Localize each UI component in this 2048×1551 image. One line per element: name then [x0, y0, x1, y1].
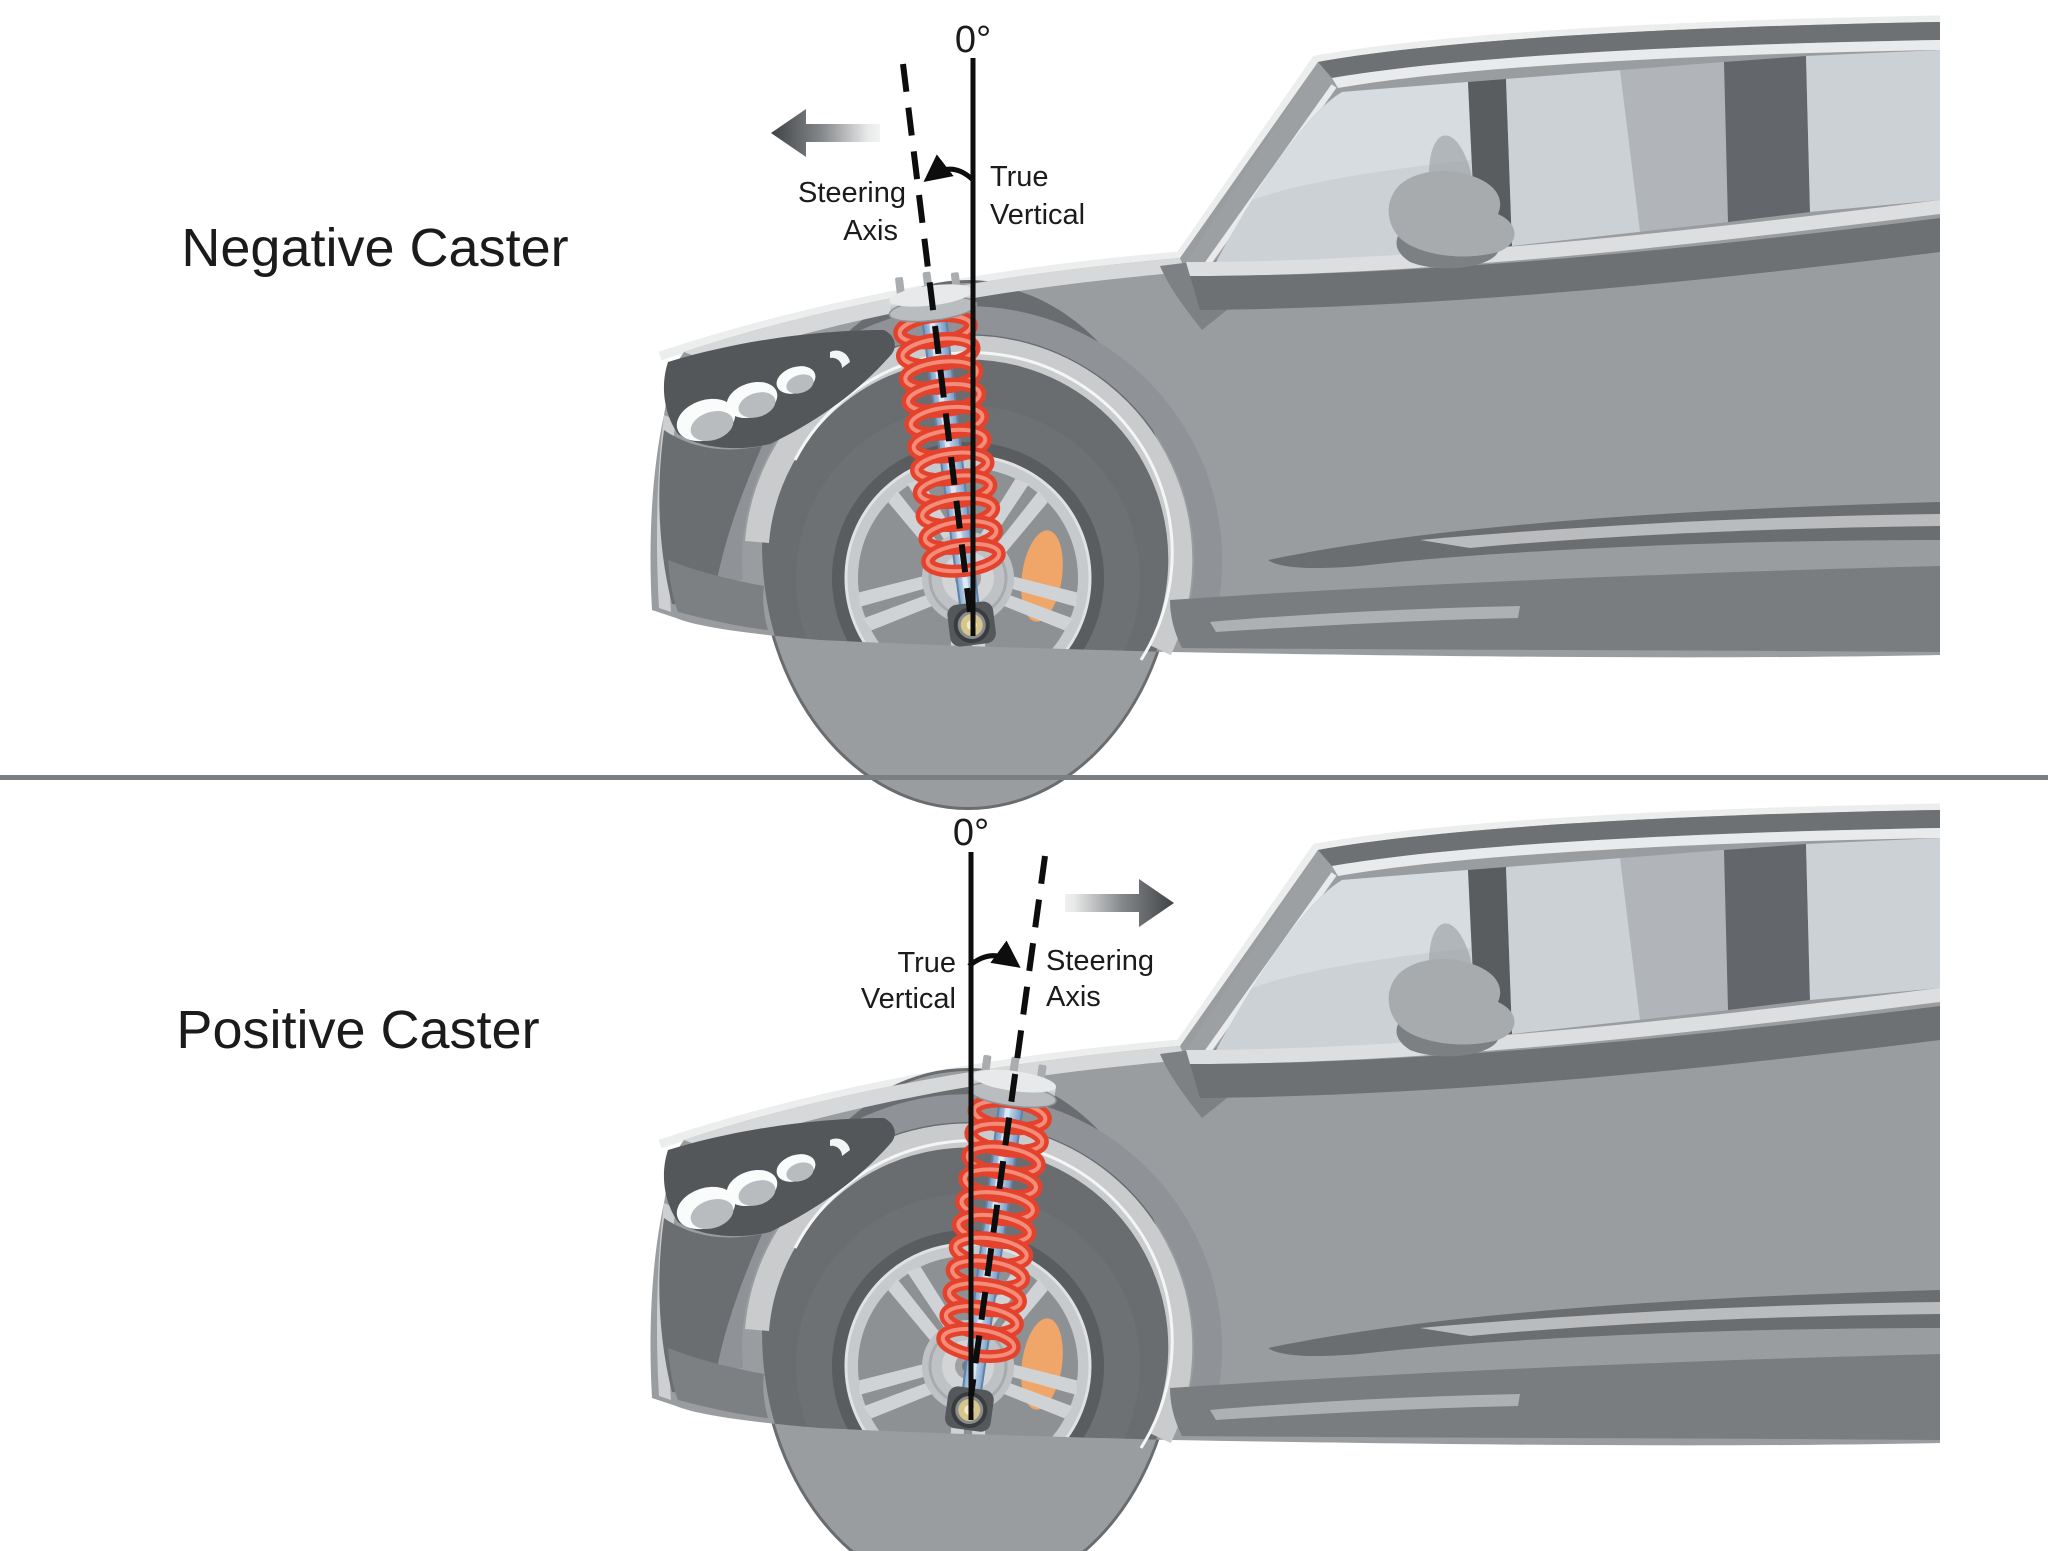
- svg-text:Vertical: Vertical: [861, 983, 956, 1015]
- panel-title: Negative Caster: [181, 218, 568, 278]
- steering-axis-label: Steering Axis: [798, 177, 906, 247]
- true-vertical-label: True Vertical: [861, 947, 956, 1015]
- svg-text:Steering: Steering: [1046, 945, 1154, 977]
- svg-text:Vertical: Vertical: [990, 199, 1085, 231]
- car-illustration: [651, 808, 1941, 1551]
- svg-text:Axis: Axis: [1046, 981, 1101, 1013]
- svg-text:Axis: Axis: [843, 215, 898, 247]
- negative-caster-panel: Negative Caster 0° Steering Axis True Ve…: [181, 19, 1940, 810]
- steering-axis-line: [968, 855, 1048, 1397]
- panel-title: Positive Caster: [176, 1000, 539, 1060]
- steering-axis-line: [900, 63, 973, 613]
- svg-text:Steering: Steering: [798, 177, 906, 209]
- direction-arrow-left-icon: [771, 109, 880, 157]
- true-vertical-label: True Vertical: [990, 161, 1085, 231]
- steering-axis-label: Steering Axis: [1046, 945, 1154, 1013]
- tilt-rotation-arrow: [923, 154, 975, 183]
- svg-text:True: True: [990, 161, 1049, 193]
- zero-degree-label: 0°: [953, 812, 989, 854]
- zero-degree-label: 0°: [955, 19, 991, 61]
- panel-divider: [0, 775, 2048, 780]
- direction-arrow-right-icon: [1065, 879, 1174, 927]
- positive-caster-panel: Positive Caster 0° True Vertical Steerin…: [176, 808, 1940, 1551]
- tilt-rotation-arrow: [967, 940, 1021, 968]
- svg-text:True: True: [897, 947, 956, 979]
